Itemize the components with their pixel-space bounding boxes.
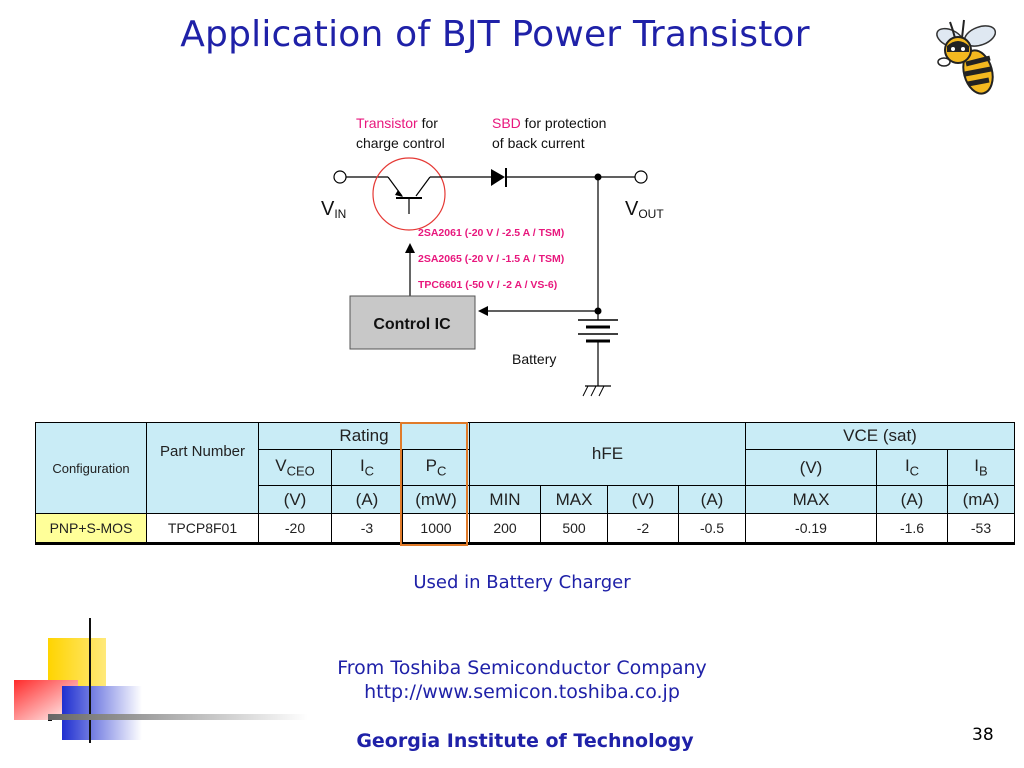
pc-column-highlight <box>400 422 468 546</box>
sbd-word: SBD <box>492 115 521 131</box>
yellow-jacket-mascot-icon <box>936 19 997 95</box>
header-vce-sat: VCE (sat) <box>745 422 1015 450</box>
header-vceo: VCEO <box>258 449 332 486</box>
schottky-diode-icon <box>491 169 505 186</box>
unit-ic-hfe: (A) <box>678 485 746 514</box>
header-part-number: Part Number <box>146 422 259 514</box>
cell-hfe-min: 200 <box>469 513 541 544</box>
transistor-highlight-circle <box>372 157 446 231</box>
footer-organization: Georgia Institute of Technology <box>356 730 694 752</box>
header-ic: IC <box>331 449 403 486</box>
sbd-label: SBD for protection <box>492 115 606 131</box>
cell-configuration: PNP+S-MOS <box>35 513 147 544</box>
slide-title: Application of BJT Power Transistor <box>180 14 810 55</box>
battery-label: Battery <box>512 351 556 367</box>
unit-ic: (A) <box>331 485 403 514</box>
source-credit: From Toshiba Semiconductor Company http:… <box>0 656 1024 704</box>
unit-max: MAX <box>540 485 608 514</box>
cell-vsat-max: -0.19 <box>745 513 877 544</box>
header-pc: PC <box>402 449 470 486</box>
cell-part-number: TPCP8F01 <box>146 513 259 544</box>
unit-pc: (mW) <box>402 485 470 514</box>
unit-min: MIN <box>469 485 541 514</box>
page-number: 38 <box>972 725 994 745</box>
header-configuration: Configuration <box>35 422 147 514</box>
unit-sat-max: MAX <box>745 485 877 514</box>
decorative-blocks <box>14 618 308 743</box>
battery-charger-circuit: Transistor for charge control SBD for pr… <box>321 115 664 397</box>
header-hfe: hFE <box>469 422 746 486</box>
header-ib: IB <box>947 449 1015 486</box>
cell-vceo: -20 <box>258 513 332 544</box>
vout-label: VOUT <box>625 198 664 221</box>
cell-ib: -53 <box>947 513 1015 544</box>
sbd-label-line2: of back current <box>492 135 585 151</box>
source-company: From Toshiba Semiconductor Company <box>337 657 707 679</box>
header-rating: Rating <box>258 422 470 450</box>
vin-label: VIN <box>321 198 346 221</box>
unit-vce: (V) <box>607 485 679 514</box>
transistor-label-line2: charge control <box>356 135 445 151</box>
control-ic-box <box>349 295 476 350</box>
unit-ib: (mA) <box>947 485 1015 514</box>
caption: Used in Battery Charger <box>413 572 631 593</box>
source-url: http://www.semicon.toshiba.co.jp <box>364 681 680 703</box>
transistor-word: Transistor <box>356 115 418 131</box>
part-2sa2065: 2SA2065 (-20 V / -1.5 A / TSM) <box>418 253 564 265</box>
part-2sa2061: 2SA2061 (-20 V / -2.5 A / TSM) <box>418 227 564 239</box>
unit-ic-sat: (A) <box>876 485 948 514</box>
transistor-label: Transistor for <box>356 115 438 131</box>
unit-vceo: (V) <box>258 485 332 514</box>
cell-ic: -3 <box>331 513 403 544</box>
cell-ic-sat: -1.6 <box>876 513 948 544</box>
header-vsat: (V) <box>745 449 877 486</box>
vout-terminal <box>634 170 648 184</box>
cell-pc: 1000 <box>402 513 470 544</box>
vin-terminal <box>333 170 347 184</box>
control-ic-label: Control IC <box>373 316 451 333</box>
cell-hfe-max: 500 <box>540 513 608 544</box>
cell-ic-hfe: -0.5 <box>678 513 746 544</box>
part-tpc6601: TPC6601 (-50 V / -2 A / VS-6) <box>418 279 557 291</box>
transistor-spec-table: Configuration Part Number Rating hFE VCE… <box>35 422 1015 545</box>
cell-vce: -2 <box>607 513 679 544</box>
header-ic-sat: IC <box>876 449 948 486</box>
